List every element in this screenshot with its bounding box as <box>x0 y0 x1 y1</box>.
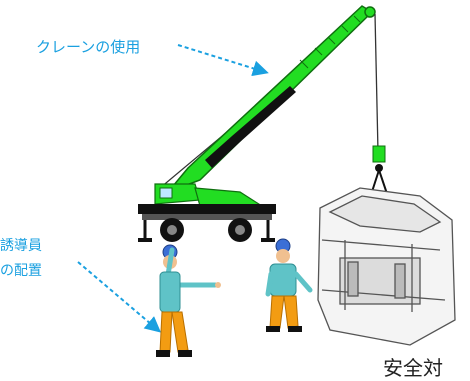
guide-assignment-label-line2: の配置 <box>0 263 42 279</box>
guide-assignment-label-line1: 誘導員 <box>0 238 42 254</box>
safety-measures-caption: 安全対 <box>383 356 443 380</box>
worker-signaling-icon <box>156 244 221 357</box>
mobile-crane-illustration <box>138 5 411 263</box>
worker-watching-icon <box>265 238 313 332</box>
crane-use-label: クレーンの使用 <box>36 38 141 56</box>
guide-callout-arrow <box>77 261 162 333</box>
steel-formwork-load-icon <box>317 187 456 346</box>
crane-callout-arrow <box>177 44 269 77</box>
